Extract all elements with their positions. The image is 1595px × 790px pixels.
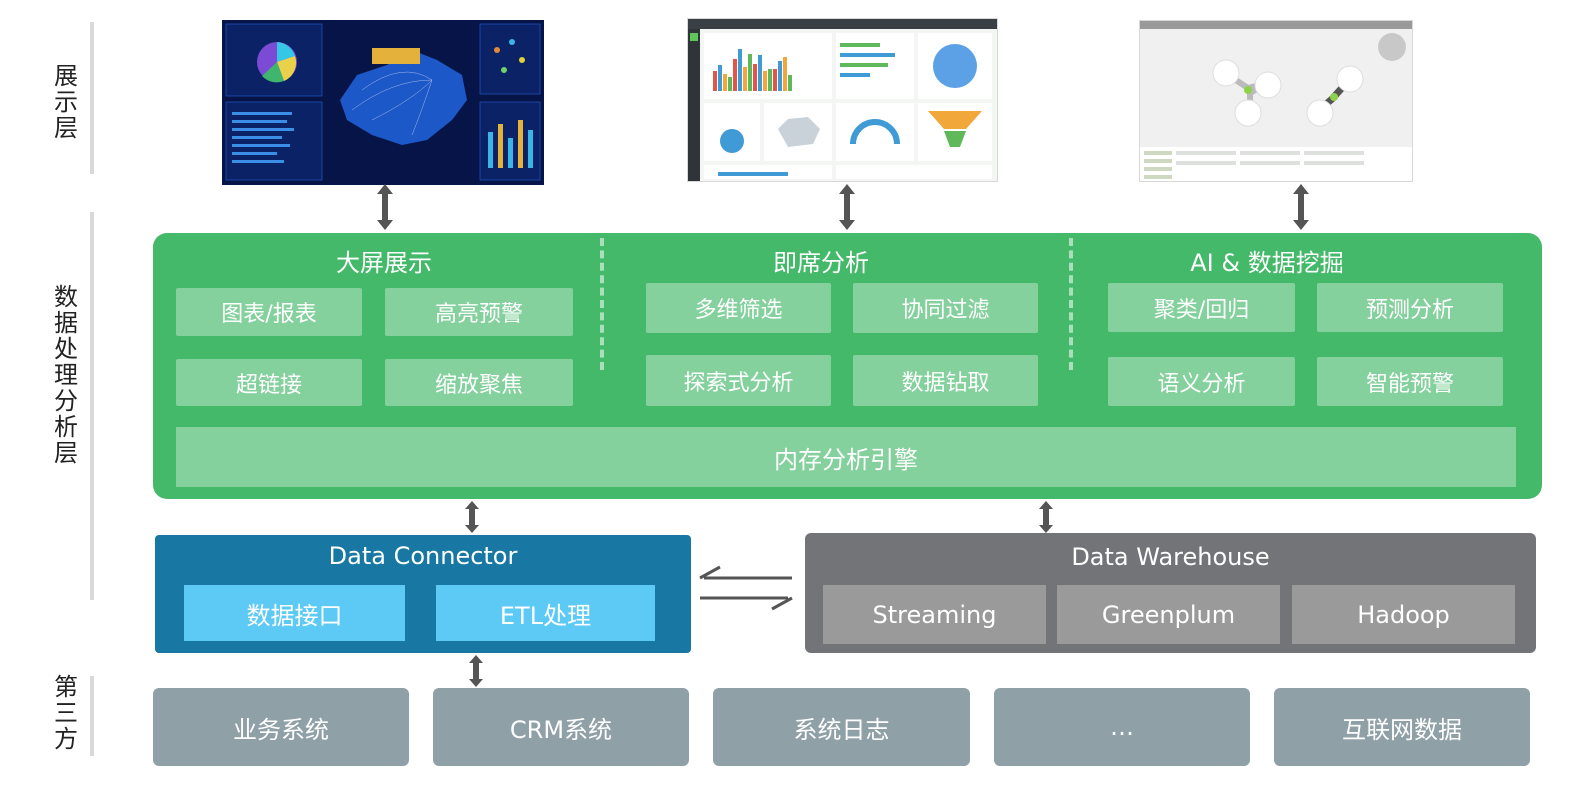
warehouse-hadoop: Hadoop bbox=[1292, 585, 1515, 644]
source-ellipsis: … bbox=[994, 688, 1250, 766]
section-title-ai-mining: AI & 数据挖掘 bbox=[1190, 249, 1344, 277]
feature-drill-down: 数据钻取 bbox=[853, 355, 1038, 406]
connector-thirdparty-arrow bbox=[469, 655, 483, 687]
presentation-arrow-1 bbox=[377, 184, 393, 230]
processing-warehouse-arrow bbox=[1039, 501, 1053, 533]
feature-smart-alert: 智能预警 bbox=[1317, 357, 1503, 406]
feature-chart-report: 图表/报表 bbox=[176, 288, 362, 336]
section-title-big-screen: 大屏展示 bbox=[336, 249, 432, 277]
feature-collab-filter: 协同过滤 bbox=[853, 283, 1038, 333]
warehouse-streaming: Streaming bbox=[823, 585, 1046, 644]
processing-layer-rule bbox=[90, 212, 94, 600]
feature-multi-filter: 多维筛选 bbox=[646, 283, 831, 333]
feature-semantic: 语义分析 bbox=[1108, 357, 1295, 406]
presentation-layer-label: 展示层 bbox=[49, 63, 78, 141]
processing-connector-arrow bbox=[465, 501, 479, 533]
feature-cluster-regression: 聚类/回归 bbox=[1108, 283, 1295, 332]
feature-predictive: 预测分析 bbox=[1317, 283, 1503, 332]
source-internet-data: 互联网数据 bbox=[1274, 688, 1530, 766]
adhoc-dashboard-image bbox=[688, 19, 997, 181]
feature-explore-analysis: 探索式分析 bbox=[646, 355, 831, 406]
big-screen-dashboard-thumbnail bbox=[222, 20, 544, 185]
data-warehouse-title: Data Warehouse bbox=[1071, 543, 1270, 571]
connector-etl: ETL处理 bbox=[436, 585, 655, 641]
source-business-system: 业务系统 bbox=[153, 688, 409, 766]
presentation-arrow-2 bbox=[839, 184, 855, 230]
dashboard-image bbox=[222, 20, 544, 185]
connector-data-interface: 数据接口 bbox=[184, 585, 405, 641]
third-party-layer-label: 第三方 bbox=[49, 674, 78, 752]
memory-engine-bar: 内存分析引擎 bbox=[176, 427, 1516, 487]
source-crm-system: CRM系统 bbox=[433, 688, 689, 766]
presentation-layer-rule bbox=[90, 22, 94, 174]
section-divider-2 bbox=[1069, 238, 1073, 370]
processing-layer-panel bbox=[153, 233, 1542, 499]
feature-highlight-alert: 高亮预警 bbox=[385, 288, 573, 336]
feature-zoom-focus: 缩放聚焦 bbox=[385, 359, 573, 406]
processing-layer-label: 数据处理分析层 bbox=[49, 284, 78, 466]
presentation-arrow-3 bbox=[1293, 184, 1309, 230]
exchange-arrows bbox=[699, 565, 793, 611]
section-title-adhoc: 即席分析 bbox=[773, 249, 869, 277]
warehouse-greenplum: Greenplum bbox=[1057, 585, 1280, 644]
adhoc-analysis-thumbnail bbox=[687, 18, 998, 182]
section-divider-1 bbox=[600, 238, 604, 370]
ai-graph-image bbox=[1140, 21, 1412, 181]
source-system-logs: 系统日志 bbox=[713, 688, 970, 766]
data-connector-title: Data Connector bbox=[328, 542, 518, 570]
third-party-layer-rule bbox=[90, 676, 94, 756]
ai-mining-thumbnail bbox=[1139, 20, 1413, 182]
feature-hyperlink: 超链接 bbox=[176, 359, 362, 406]
